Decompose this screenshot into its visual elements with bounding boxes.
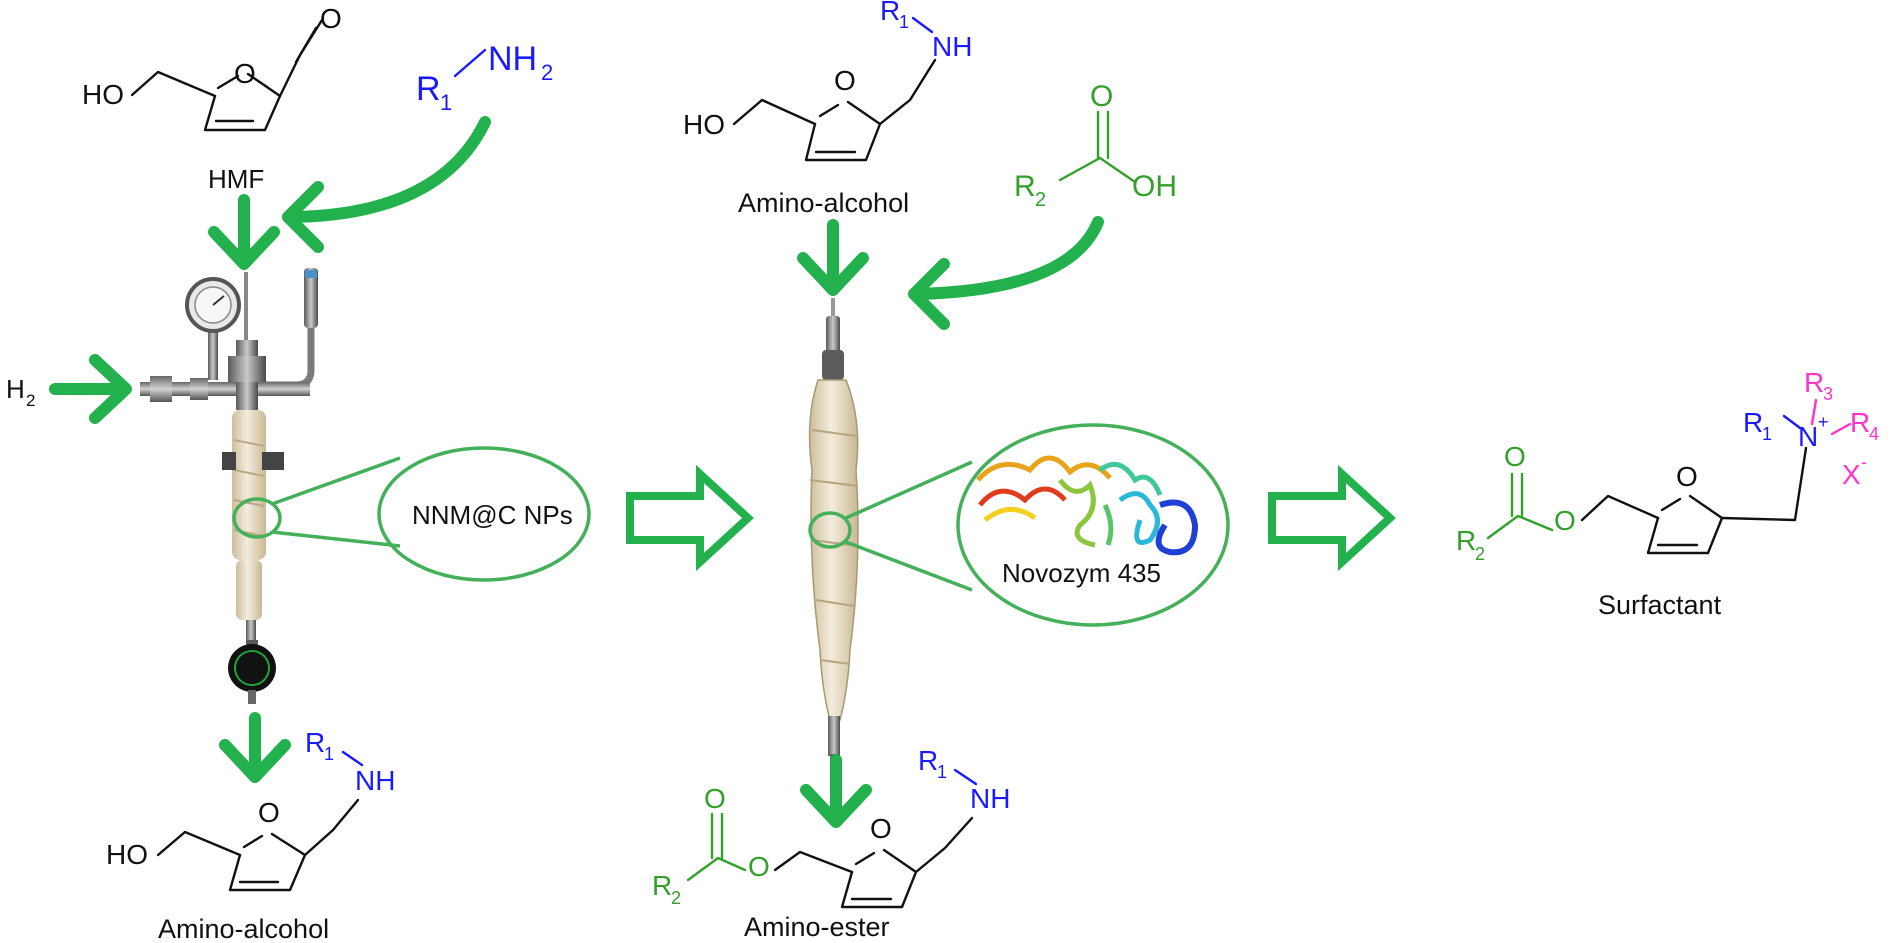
sf-r4-label: R bbox=[1850, 407, 1870, 438]
ae-r1-label: R bbox=[918, 745, 938, 776]
aa1-ring-oxygen: O bbox=[258, 797, 280, 828]
arrow-amine-curved bbox=[282, 116, 491, 253]
svg-text:2: 2 bbox=[26, 391, 35, 410]
amine-r-subscript: 1 bbox=[440, 90, 452, 115]
arrow-aa-down bbox=[797, 219, 869, 296]
aa1-nh-label: NH bbox=[355, 765, 395, 796]
sf-ester-oxygen: O bbox=[1554, 505, 1576, 536]
enzyme-structure-icon bbox=[976, 455, 1199, 556]
sf-counterion: X bbox=[1842, 459, 1861, 490]
sf-carbonyl-oxygen: O bbox=[1504, 441, 1526, 472]
arrow-reactor2-out bbox=[800, 754, 872, 828]
aa1-r-label: R bbox=[305, 727, 325, 758]
amine-nh-label: NH bbox=[488, 40, 537, 78]
amine-reagent: R 1 NH 2 bbox=[416, 40, 553, 115]
zoom-catalyst: NNM@C NPs bbox=[232, 446, 591, 582]
catalyst-label: NNM@C NPs bbox=[412, 500, 573, 530]
hmf-ho-label: HO bbox=[82, 79, 124, 110]
sf-r3-subscript: 3 bbox=[1823, 384, 1833, 404]
aa2-ring-oxygen: O bbox=[834, 65, 856, 96]
sf-r4-subscript: 4 bbox=[1869, 424, 1879, 444]
aa1-ho-label: HO bbox=[106, 839, 148, 870]
sf-r2-label: R bbox=[1456, 525, 1476, 556]
amine-nh-subscript: 2 bbox=[541, 60, 553, 85]
arrow-hmf-down bbox=[208, 194, 280, 270]
sf-r3-label: R bbox=[1804, 367, 1824, 398]
carboxylic-acid-reagent: O R 2 OH bbox=[1014, 80, 1177, 211]
sf-ring-oxygen: O bbox=[1676, 461, 1698, 492]
aa2-r-subscript: 1 bbox=[899, 12, 909, 32]
ae-r-subscript: 2 bbox=[671, 888, 681, 908]
flow-reactor-enzymatic bbox=[808, 298, 859, 774]
acid-carbonyl-oxygen: O bbox=[1090, 80, 1113, 113]
acid-r-label: R bbox=[1014, 170, 1036, 203]
sf-nitrogen: N bbox=[1798, 421, 1818, 452]
sf-nitrogen-charge: + bbox=[1818, 412, 1829, 432]
svg-text:H: H bbox=[6, 374, 25, 404]
sf-r1-label: R bbox=[1743, 407, 1763, 438]
ae-label: Amino-ester bbox=[744, 912, 890, 942]
flow-reactor-hydrogenation bbox=[140, 268, 318, 704]
amino-alcohol-intermediate: HO O R 1 NH Amino-alcohol bbox=[683, 0, 972, 218]
arrow-reactor1-out bbox=[219, 712, 291, 783]
ae-ring-oxygen: O bbox=[870, 813, 892, 844]
aa2-nh-label: NH bbox=[932, 31, 972, 62]
h2-label: H 2 bbox=[6, 374, 35, 410]
hmf-molecule: HO O O HMF bbox=[82, 3, 342, 194]
hollow-arrow-step2 bbox=[1268, 464, 1396, 572]
ae-r-label: R bbox=[652, 870, 672, 901]
sf-r2-subscript: 2 bbox=[1475, 544, 1485, 564]
ae-carbonyl-oxygen: O bbox=[704, 783, 726, 814]
hmf-label: HMF bbox=[208, 164, 264, 194]
hollow-arrow-step1 bbox=[626, 464, 754, 572]
arrow-h2 bbox=[49, 354, 132, 424]
aa1-label: Amino-alcohol bbox=[158, 914, 329, 943]
zoom-enzyme: Novozym 435 bbox=[808, 423, 1230, 627]
hmf-ring-oxygen: O bbox=[234, 58, 256, 89]
amine-r-label: R bbox=[416, 70, 441, 108]
arrow-acid-curved bbox=[908, 216, 1104, 330]
sf-r1-subscript: 1 bbox=[1762, 424, 1772, 444]
surfactant-label: Surfactant bbox=[1598, 590, 1722, 620]
aa2-r-label: R bbox=[880, 0, 900, 26]
ae-r1-subscript: 1 bbox=[937, 762, 947, 782]
aa2-label: Amino-alcohol bbox=[738, 188, 909, 218]
ae-ester-oxygen: O bbox=[748, 851, 770, 882]
ae-nh-label: NH bbox=[970, 783, 1010, 814]
acid-oh-label: OH bbox=[1132, 170, 1177, 203]
hmf-aldehyde-oxygen: O bbox=[320, 3, 342, 34]
acid-r-subscript: 2 bbox=[1035, 189, 1046, 211]
aa2-ho-label: HO bbox=[683, 109, 725, 140]
aa1-r-subscript: 1 bbox=[324, 744, 334, 764]
amino-ester-product: O R 2 O O R 1 NH Amino-ester bbox=[652, 745, 1010, 942]
surfactant-product: O R 2 O O R 1 N + R 3 R 4 X - Surfactant bbox=[1456, 367, 1879, 620]
enzyme-label: Novozym 435 bbox=[1002, 558, 1161, 588]
sf-counterion-charge: - bbox=[1861, 452, 1867, 472]
amino-alcohol-product: HO O R 1 NH Amino-alcohol bbox=[106, 727, 395, 943]
